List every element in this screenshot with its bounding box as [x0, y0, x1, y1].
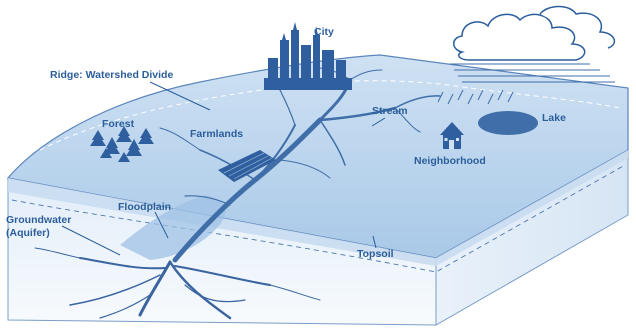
ridge-label: Ridge: Watershed Divide: [50, 69, 173, 81]
cloud-icon: [454, 7, 615, 61]
stream-label: Stream: [372, 105, 408, 117]
forest-label: Forest: [102, 118, 135, 130]
city-label: City: [314, 26, 334, 38]
lake-icon: [478, 111, 538, 135]
floodplain-label: Floodplain: [118, 201, 171, 213]
groundwater-label: Groundwater: [6, 214, 71, 226]
topsoil-label: Topsoil: [357, 248, 394, 260]
aquifer-label: (Aquifer): [6, 227, 50, 239]
lake-label: Lake: [542, 112, 566, 124]
neighborhood-label: Neighborhood: [414, 155, 486, 167]
farmlands-label: Farmlands: [190, 128, 243, 140]
city-icon: [264, 22, 352, 90]
